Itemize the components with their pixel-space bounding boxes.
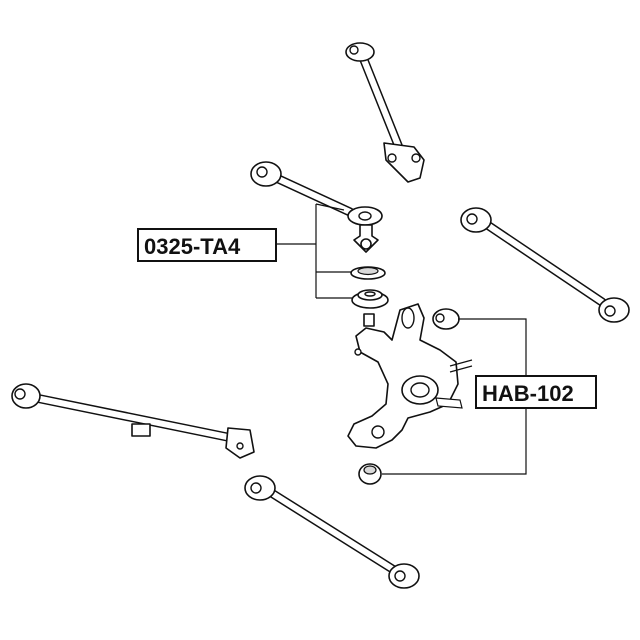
- bushing-washer-lower: [351, 289, 389, 309]
- label-0325-ta4-text: 0325-TA4: [144, 234, 241, 259]
- upper-control-arm: [345, 42, 425, 183]
- lower-lateral-link: [244, 475, 420, 589]
- label-hab-102: HAB-102: [475, 375, 597, 409]
- lower-trailing-link: [11, 383, 255, 459]
- rear-knuckle: [347, 303, 473, 449]
- ball-joint-nut: [363, 313, 375, 327]
- hub-bushing-lower: [358, 463, 382, 485]
- lateral-arm-ball-joint: [250, 161, 383, 253]
- label-0325-ta4: 0325-TA4: [137, 228, 277, 262]
- bushing-washer-upper: [350, 266, 386, 280]
- label-hab-102-text: HAB-102: [482, 381, 574, 406]
- right-lateral-link: [460, 207, 630, 323]
- hub-bushing-upper: [432, 308, 460, 330]
- leader-lines-0325-ta4: [276, 203, 352, 299]
